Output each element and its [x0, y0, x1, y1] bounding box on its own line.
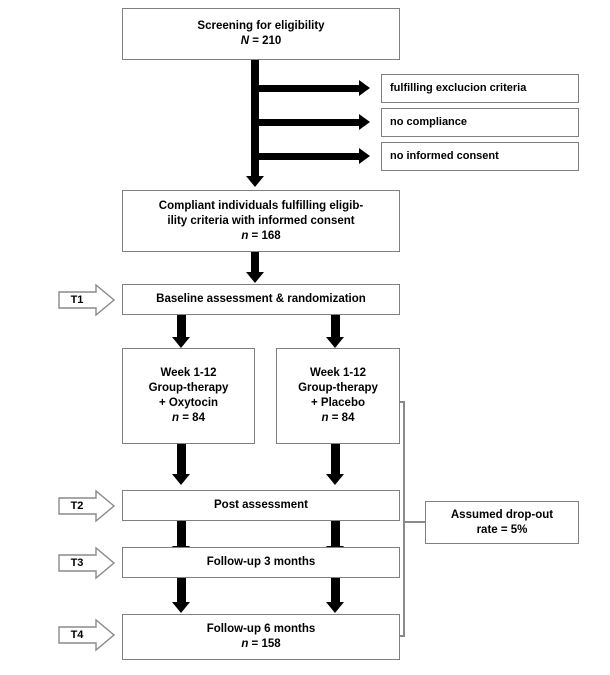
- baseline-line-1: Baseline assessment & randomization: [156, 293, 366, 305]
- compliant-line-1: Compliant individuals fulfilling eligib-: [158, 199, 364, 212]
- arrowhead-oxytocin-to-post: [172, 474, 190, 485]
- branch-line-exclusion-3: [259, 153, 360, 160]
- connector-post-to-fu3-right: [331, 521, 340, 548]
- exclusion-label-1: fulfilling exclucion criteria: [390, 82, 527, 94]
- node-exclusion-criteria: fulfilling exclucion criteria: [381, 74, 579, 103]
- arrowhead-fu3-to-fu6-right: [326, 602, 344, 613]
- dropout-line-2: rate = 5%: [476, 523, 528, 536]
- node-arm-placebo: Week 1-12 Group-therapy + Placebo n = 84: [276, 348, 400, 444]
- oxytocin-line-3: + Oxytocin: [158, 397, 219, 409]
- dropout-bracket-vertical: [403, 401, 405, 637]
- placebo-line-1: Week 1-12: [309, 367, 367, 379]
- branch-line-exclusion-1: [259, 85, 360, 92]
- arrowhead-fu3-to-fu6-left: [172, 602, 190, 613]
- t1-arrow-shape: [58, 283, 116, 317]
- arrowhead-compliant-to-baseline: [246, 272, 264, 283]
- t3-label: T3: [70, 557, 84, 569]
- node-no-compliance: no compliance: [381, 108, 579, 137]
- timepoint-marker-t2: T2: [58, 489, 116, 523]
- node-screening: Screening for eligibility N = 210: [122, 8, 400, 60]
- arrowhead-placebo-to-post: [326, 474, 344, 485]
- compliant-line-3: n = 168: [241, 229, 281, 242]
- post-assessment-line-1: Post assessment: [214, 499, 308, 511]
- t2-label: T2: [70, 500, 84, 512]
- dropout-bracket-top-segment: [400, 401, 405, 403]
- timepoint-marker-t4: T4: [58, 618, 116, 652]
- trunk-vertical-line: [251, 60, 259, 178]
- compliant-line-2: ility criteria with informed consent: [167, 214, 355, 227]
- connector-compliant-to-baseline: [251, 252, 259, 274]
- exclusion-label-3: no informed consent: [390, 150, 499, 162]
- connector-fu3-to-fu6-right: [331, 578, 340, 604]
- oxytocin-line-2: Group-therapy: [148, 382, 229, 394]
- followup-6-line-1: Follow-up 6 months: [206, 623, 316, 635]
- node-no-informed-consent: no informed consent: [381, 142, 579, 171]
- node-arm-oxytocin: Week 1-12 Group-therapy + Oxytocin n = 8…: [122, 348, 255, 444]
- connector-placebo-to-post: [331, 444, 340, 476]
- node-followup-3-months: Follow-up 3 months: [122, 547, 400, 578]
- exclusion-label-2: no compliance: [390, 116, 468, 128]
- placebo-line-4: n = 84: [321, 412, 355, 424]
- t4-arrow-shape: [58, 618, 116, 652]
- timepoint-marker-t3: T3: [58, 546, 116, 580]
- connector-oxytocin-to-post: [177, 444, 186, 476]
- screening-line-2: N = 210: [240, 35, 282, 47]
- branch-arrowhead-exclusion-3: [359, 148, 370, 164]
- branch-arrowhead-exclusion-1: [359, 80, 370, 96]
- trunk-arrowhead-down: [246, 176, 264, 187]
- dropout-line-1: Assumed drop-out: [450, 508, 554, 521]
- oxytocin-line-4: n = 84: [172, 412, 205, 424]
- oxytocin-line-1: Week 1-12: [160, 367, 217, 379]
- connector-fu3-to-fu6-left: [177, 578, 186, 604]
- placebo-line-2: Group-therapy: [298, 382, 378, 394]
- t4-label: T4: [70, 629, 84, 641]
- branch-arrowhead-exclusion-2: [359, 114, 370, 130]
- connector-post-to-fu3-left: [177, 521, 186, 548]
- followup-6-line-2: n = 158: [241, 638, 281, 650]
- arrowhead-baseline-to-placebo: [326, 337, 344, 348]
- t1-label: T1: [70, 294, 84, 306]
- node-baseline-assessment: Baseline assessment & randomization: [122, 284, 400, 315]
- placebo-line-3: + Placebo: [310, 397, 365, 409]
- node-post-assessment: Post assessment: [122, 490, 400, 521]
- node-compliant-individuals: Compliant individuals fulfilling eligib-…: [122, 190, 400, 252]
- timepoint-marker-t1: T1: [58, 283, 116, 317]
- screening-line-1: Screening for eligibility: [197, 20, 325, 32]
- arrowhead-baseline-to-oxytocin: [172, 337, 190, 348]
- t2-arrow-shape: [58, 489, 116, 523]
- dropout-bracket-stub: [405, 521, 425, 523]
- connector-baseline-to-placebo: [331, 315, 340, 339]
- node-assumed-dropout: Assumed drop-out rate = 5%: [425, 501, 579, 544]
- connector-baseline-to-oxytocin: [177, 315, 186, 339]
- node-followup-6-months: Follow-up 6 months n = 158: [122, 614, 400, 660]
- followup-3-line-1: Follow-up 3 months: [206, 556, 316, 568]
- branch-line-exclusion-2: [259, 119, 360, 126]
- t3-arrow-shape: [58, 546, 116, 580]
- dropout-bracket-bottom-segment: [400, 635, 405, 637]
